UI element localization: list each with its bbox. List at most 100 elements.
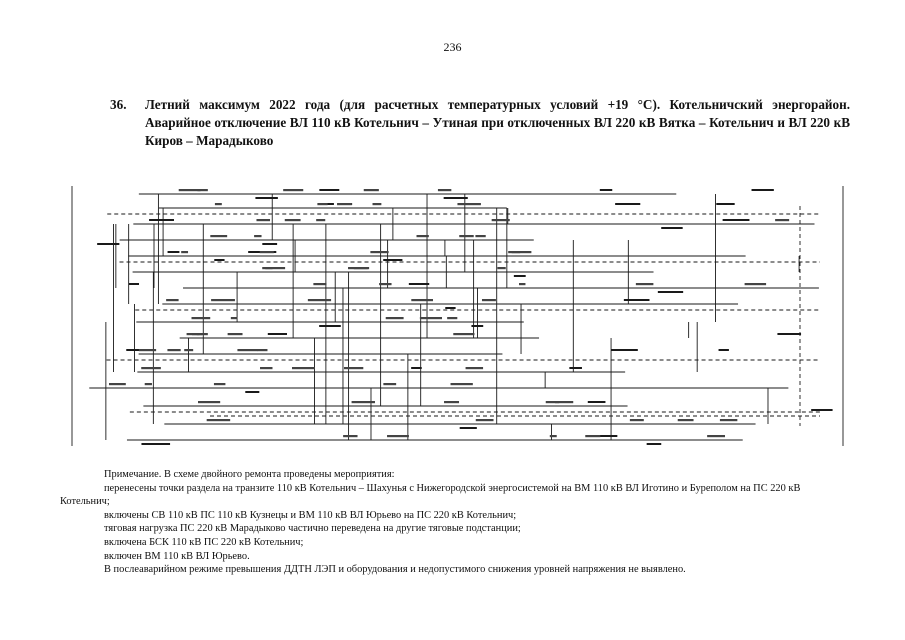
scheme-label-mark	[416, 235, 429, 238]
scheme-label-mark	[167, 349, 181, 352]
scheme-label-mark	[237, 349, 258, 352]
scheme-label-mark	[186, 333, 203, 336]
busbar	[587, 401, 606, 403]
scheme-label-mark	[475, 419, 494, 422]
scheme-label-mark	[344, 367, 364, 370]
busbar	[610, 349, 638, 351]
scheme-label-mark	[450, 383, 473, 386]
scheme-label-mark	[256, 219, 271, 222]
busbar	[408, 283, 430, 285]
busbar	[716, 203, 735, 205]
scheme-label-mark	[363, 189, 379, 192]
scheme-label-mark	[629, 419, 644, 422]
scheme-label-mark	[197, 189, 208, 192]
scheme-label-mark	[214, 203, 222, 206]
scheme-label-mark	[206, 419, 231, 422]
scheme-label-mark	[775, 219, 790, 222]
scheme-label-mark	[316, 219, 326, 222]
scheme-label-mark	[144, 383, 152, 386]
busbar	[722, 219, 750, 221]
busbar	[751, 189, 774, 191]
scheme-label-mark	[519, 283, 526, 286]
scheme-label-mark	[211, 299, 235, 302]
busbar	[262, 243, 278, 245]
notes-block: Примечание. В схеме двойного ремонта про…	[60, 468, 850, 577]
scheme-label-mark	[497, 267, 506, 270]
busbar	[214, 259, 225, 261]
notes-conclusion: В послеаварийном режиме превышения ДДТН …	[104, 564, 686, 576]
scheme-lines	[71, 186, 844, 446]
scheme-label-mark	[719, 419, 738, 422]
busbar	[255, 197, 278, 199]
busbar	[646, 443, 662, 445]
scheme-label-mark	[372, 203, 382, 206]
busbar	[459, 427, 477, 429]
section-title: Летний максимум 2022 года (для расчетных…	[145, 97, 850, 148]
scheme-label-mark	[387, 435, 409, 438]
notes-item-4: включена БСК 110 кВ ПС 220 кВ Котельнич;	[104, 536, 304, 548]
busbar	[267, 333, 288, 335]
scheme-label-mark	[465, 367, 484, 370]
scheme-label-mark	[257, 349, 268, 352]
scheme-label-mark	[475, 235, 486, 238]
scheme-label-mark	[138, 349, 157, 352]
scheme-label-mark	[181, 251, 189, 254]
scheme-label-mark	[491, 219, 510, 222]
scheme-label-mark	[353, 267, 368, 270]
busbar	[777, 333, 802, 335]
scheme-label-mark	[459, 235, 474, 238]
scheme-label-mark	[677, 419, 694, 422]
scheme-label-mark	[707, 435, 726, 438]
scheme-label-mark	[108, 383, 126, 386]
scheme-label-mark	[265, 267, 286, 270]
scheme-label-mark	[444, 401, 460, 404]
scheme-label-mark	[744, 283, 767, 286]
scheme-label-mark	[230, 317, 238, 320]
scheme-label-mark	[379, 283, 392, 286]
scheme-label-mark	[313, 283, 327, 286]
scheme-label-mark	[196, 333, 208, 336]
busbar	[245, 391, 260, 393]
scheme-label-mark	[481, 299, 496, 302]
scheme-nodes	[97, 189, 833, 445]
busbar	[319, 189, 340, 191]
busbar	[321, 203, 334, 205]
scheme-label-mark	[370, 251, 389, 254]
busbar	[411, 367, 422, 369]
busbar	[129, 283, 140, 285]
scheme-label-mark	[457, 203, 481, 206]
scheme-label-mark	[259, 251, 274, 254]
scheme-label-mark	[191, 317, 211, 320]
scheme-label-mark	[184, 349, 194, 352]
scheme-label-mark	[635, 283, 654, 286]
busbar	[141, 443, 171, 445]
section-number: 36.	[110, 97, 127, 112]
busbar	[97, 243, 120, 245]
busbar	[443, 197, 468, 199]
busbar	[811, 409, 833, 411]
notes-item-3: тяговая нагрузка ПС 220 кВ Марадыково ча…	[104, 523, 521, 535]
scheme-label-mark	[419, 317, 442, 320]
scheme-label-mark	[291, 367, 315, 370]
busbar	[149, 219, 174, 221]
busbar	[445, 307, 456, 309]
notes-item-2: включены СВ 110 кВ ПС 110 кВ Кузнецы и В…	[104, 509, 517, 521]
power-grid-scheme	[71, 186, 844, 446]
scheme-label-mark	[555, 401, 574, 404]
scheme-label-mark	[284, 219, 301, 222]
scheme-label-mark	[508, 251, 532, 254]
scheme-label-mark	[549, 435, 557, 438]
scheme-label-mark	[447, 317, 458, 320]
busbar	[589, 435, 618, 437]
busbar	[471, 325, 484, 327]
scheme-dashed-lines	[106, 206, 820, 426]
busbar	[383, 259, 403, 261]
scheme-label-mark	[198, 401, 221, 404]
scheme-label-mark	[283, 189, 304, 192]
scheme-label-mark	[227, 333, 243, 336]
scheme-label-mark	[213, 383, 226, 386]
scheme-label-mark	[585, 435, 601, 438]
scheme-label-mark	[545, 401, 560, 404]
busbar	[126, 349, 143, 351]
scheme-label-mark	[166, 299, 179, 302]
